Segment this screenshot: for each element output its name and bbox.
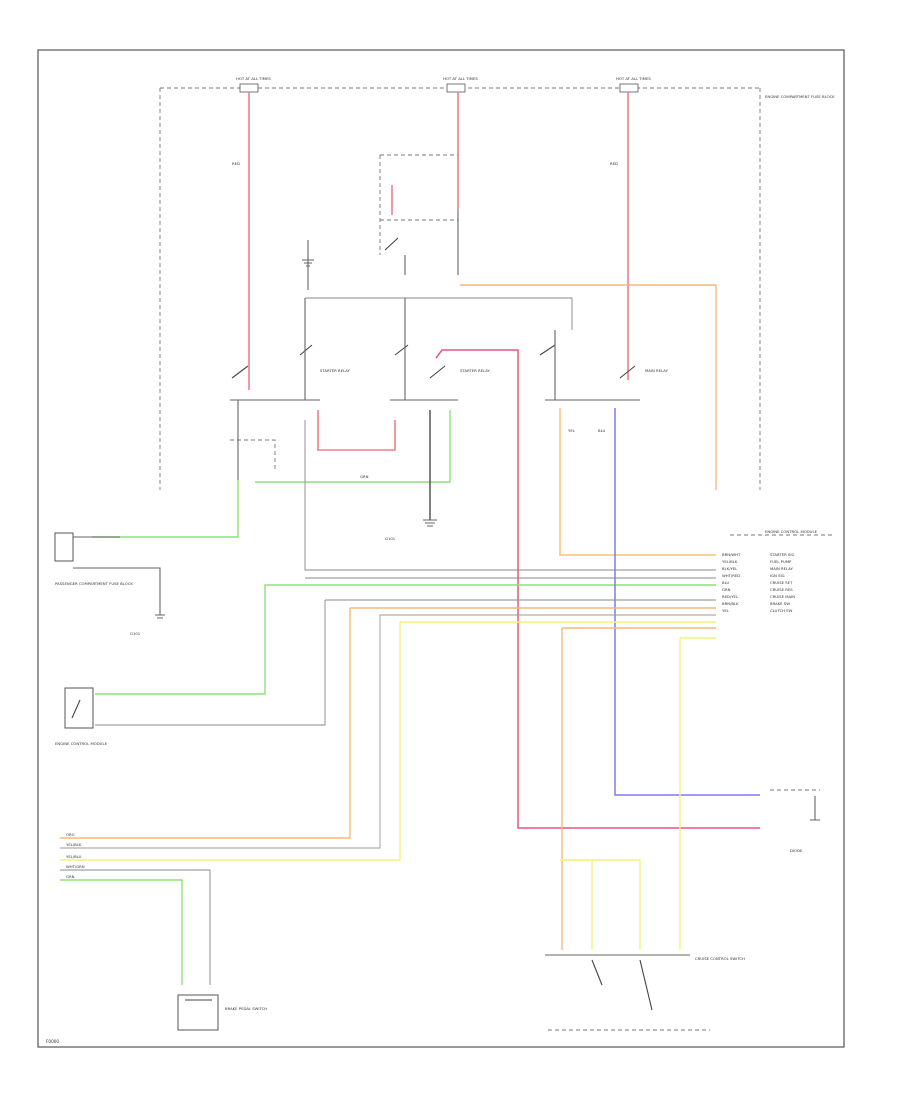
right-small-connectors: DIODE <box>770 789 820 853</box>
bus-gray-2 <box>95 599 716 726</box>
top-dashed-bus <box>159 87 761 490</box>
wire-3: WHT/GRN <box>66 864 85 869</box>
ground-left-label: G101 <box>130 631 141 636</box>
orange-wire-top <box>460 284 717 490</box>
green-wire-left <box>92 480 239 538</box>
green-label-1: GRN <box>360 474 369 479</box>
right-connector: ENGINE CONTROL MODULE BRN/WHT YEL/BLK BL… <box>722 529 835 613</box>
left-module-1-label: PASSENGER COMPARTMENT FUSE BLOCK <box>55 581 133 586</box>
pin-8: YEL <box>722 608 730 613</box>
wire-2: YEL/BLU <box>66 854 82 859</box>
ground-top-left <box>302 240 314 290</box>
red-label-1: RED <box>232 161 240 166</box>
red-wire-u <box>317 410 396 451</box>
yel-label: YEL <box>568 428 576 433</box>
yellow-wire-cruise-1 <box>560 859 593 950</box>
pin-4: BLU <box>722 580 730 585</box>
bus-gray-3 <box>60 614 716 849</box>
blu-label: BLU <box>598 428 606 433</box>
bus-orange-2 <box>561 627 716 950</box>
pink-red-long-wire <box>435 349 760 829</box>
fuse-2: HOT AT ALL TIMES <box>443 76 478 93</box>
pin-5: GRN <box>722 587 731 592</box>
pin-3: WHT/RED <box>722 573 740 578</box>
wire-1: YEL/BLK <box>66 842 82 847</box>
gray-drop <box>304 420 716 571</box>
upper-relay-blk <box>404 210 459 275</box>
fuse-2-label: HOT AT ALL TIMES <box>443 76 478 81</box>
relay-3-label: MAIN RELAY <box>645 368 669 373</box>
bus-orange <box>60 607 716 839</box>
pin-2: BLK/YEL <box>722 566 738 571</box>
pin-name-1: FUEL PUMP <box>770 559 792 564</box>
diode-label: DIODE <box>790 848 803 853</box>
pin-name-6: CRUISE MAIN <box>770 594 795 599</box>
diagram-frame <box>37 49 845 1048</box>
green-wire-mid <box>255 410 451 483</box>
pin-6: RED/YEL <box>722 594 739 599</box>
bus-yellow-2 <box>679 637 716 950</box>
fuse-1: HOT AT ALL TIMES <box>236 76 271 93</box>
green-wire-lower <box>95 584 716 695</box>
cruise-control-switch: CRUISE CONTROL SWITCH <box>545 954 745 1031</box>
footer-code: F0000 <box>46 1039 59 1044</box>
pin-name-8: CLUTCH SW <box>770 608 793 613</box>
brake-switch-label: BRAKE PEDAL SWITCH <box>225 1006 267 1011</box>
pin-name-4: CRUISE SET <box>770 580 793 585</box>
fuse-1-label: HOT AT ALL TIMES <box>236 76 271 81</box>
red-label-2: RED <box>610 161 618 166</box>
ground-mid <box>423 519 437 527</box>
yellow-wire-cruise-2 <box>560 859 641 950</box>
pin-1: YEL/BLK <box>722 559 738 564</box>
bus-yellow <box>60 621 716 861</box>
relay-1-label: STARTER RELAY <box>320 368 350 373</box>
upper-relay-box <box>379 154 458 255</box>
relay-2-label: STARTER RELAY <box>460 368 490 373</box>
pin-name-2: MAIN RELAY <box>770 566 794 571</box>
bottom-wire-list: ORG YEL/BLK YEL/BLU WHT/GRN GRN <box>60 832 211 985</box>
ground-mid-label: G101 <box>385 536 396 541</box>
left-module-2: ENGINE CONTROL MODULE <box>55 687 108 746</box>
engine-fuse-block-label: ENGINE COMPARTMENT FUSE BLOCK <box>765 94 835 99</box>
right-module-label: ENGINE CONTROL MODULE <box>765 529 818 534</box>
pin-0: BRN/WHT <box>722 552 741 557</box>
brake-switch: BRAKE PEDAL SWITCH <box>177 994 267 1031</box>
pin-name-5: CRUISE RES <box>770 587 793 592</box>
pin-7: BRN/BLK <box>722 601 739 606</box>
wire-0: ORG <box>66 832 75 837</box>
left-module-2-label: ENGINE CONTROL MODULE <box>55 741 108 746</box>
pin-name-7: BRAKE SW <box>770 601 790 606</box>
pin-name-3: IGN SIG <box>770 573 785 578</box>
left-module-1: PASSENGER COMPARTMENT FUSE BLOCK G101 <box>54 532 165 636</box>
fuse-3: HOT AT ALL TIMES <box>616 76 651 93</box>
yellow-wire-relay <box>559 408 716 556</box>
relay-row: STARTER RELAY STARTER RELAY MAIN RELAY <box>230 298 669 401</box>
blue-wire <box>614 408 760 796</box>
pin-name-0: STARTER SIG <box>770 552 794 557</box>
gray-bus-upper <box>305 297 573 330</box>
cruise-switch-label: CRUISE CONTROL SWITCH <box>695 956 745 961</box>
upper-relay-switch <box>384 237 399 251</box>
fuse-3-label: HOT AT ALL TIMES <box>616 76 651 81</box>
wire-4: GRN <box>66 874 75 879</box>
left-dashed-module <box>230 439 276 470</box>
